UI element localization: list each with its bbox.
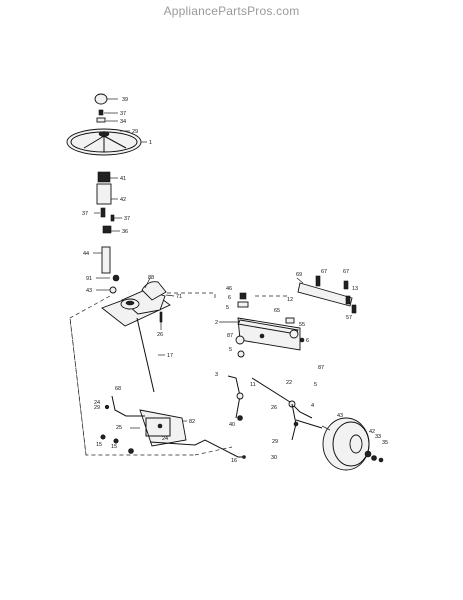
callout-24b: 24	[162, 436, 168, 442]
callout-57: 57	[346, 315, 352, 321]
callout-68: 68	[115, 386, 121, 392]
callout-13: 13	[352, 286, 358, 292]
steering-shaft-upper	[93, 246, 111, 274]
callout-24: 24	[94, 400, 100, 406]
steering-adaptor	[97, 171, 118, 183]
callout-5: 5	[226, 305, 229, 311]
callout-5b: 5	[229, 347, 232, 353]
callout-3: 3	[215, 372, 218, 378]
callout-69: 69	[296, 272, 302, 278]
callout-43: 43	[86, 288, 92, 294]
callout-17: 17	[167, 353, 173, 359]
callout-30: 30	[271, 455, 277, 461]
callout-15b: 15	[111, 444, 117, 450]
callout-37a: 37	[82, 211, 88, 217]
tie-rod-right	[251, 377, 313, 419]
steering-cap	[94, 93, 118, 105]
callout-12: 12	[287, 297, 293, 303]
callout-39: 39	[122, 97, 128, 103]
callout-43b: 43	[337, 413, 343, 419]
callout-15: 15	[96, 442, 102, 448]
callout-16: 16	[231, 458, 237, 464]
callout-1: 1	[149, 140, 152, 146]
callout-87: 87	[227, 333, 233, 339]
callout-36: 36	[122, 229, 128, 235]
callout-25: 25	[116, 425, 122, 431]
callout-67: 67	[321, 269, 327, 275]
steering-gear-assembly	[96, 274, 175, 330]
callout-29c: 29	[272, 439, 278, 445]
callouts: 39 37 34 29 1 41 42 37 37 36 44 88 91 43…	[82, 97, 388, 464]
callout-4: 4	[311, 403, 314, 409]
callout-29: 29	[132, 129, 138, 135]
callout-37: 37	[120, 111, 126, 117]
callout-82: 82	[189, 419, 195, 425]
site-watermark: AppliancePartsPros.com	[163, 4, 300, 18]
callout-41: 41	[120, 176, 126, 182]
callout-22: 22	[286, 380, 292, 386]
callout-26b: 26	[271, 405, 277, 411]
callout-87b: 87	[318, 365, 324, 371]
callout-40: 40	[229, 422, 235, 428]
steering-bracket	[100, 395, 187, 454]
front-axle	[219, 317, 301, 351]
callout-42b: 42	[369, 429, 375, 435]
callout-35: 35	[382, 440, 388, 446]
callout-2: 2	[215, 320, 218, 326]
column-bolts	[94, 207, 122, 234]
cap-screw	[96, 109, 118, 123]
callout-33: 33	[375, 434, 381, 440]
column-sleeve	[96, 183, 118, 205]
spindle	[291, 403, 323, 441]
axle-bushings	[235, 292, 305, 358]
callout-29b: 29	[94, 405, 100, 411]
callout-91: 91	[86, 276, 92, 282]
callout-55: 55	[299, 322, 305, 328]
tie-rod-left	[227, 375, 244, 421]
drag-link	[149, 439, 246, 459]
callout-65: 65	[274, 308, 280, 314]
steering-wheel	[66, 128, 147, 156]
front-wheel	[321, 417, 384, 471]
callout-67b: 67	[343, 269, 349, 275]
callout-34: 34	[120, 119, 126, 125]
callout-88: 88	[148, 275, 154, 281]
callout-44: 44	[83, 251, 89, 257]
callout-71: 71	[176, 294, 182, 300]
callout-46: 46	[226, 286, 232, 292]
callout-42: 42	[120, 197, 126, 203]
steering-shaft-lower	[136, 317, 165, 393]
callout-6: 6	[228, 295, 231, 301]
callout-37b: 37	[124, 216, 130, 222]
dashed-boundary	[69, 292, 288, 456]
axle-support-bracket	[296, 275, 357, 314]
callout-26: 26	[157, 332, 163, 338]
callout-6b: 6	[306, 338, 309, 344]
callout-5c: 5	[314, 382, 317, 388]
callout-11: 11	[250, 382, 256, 388]
